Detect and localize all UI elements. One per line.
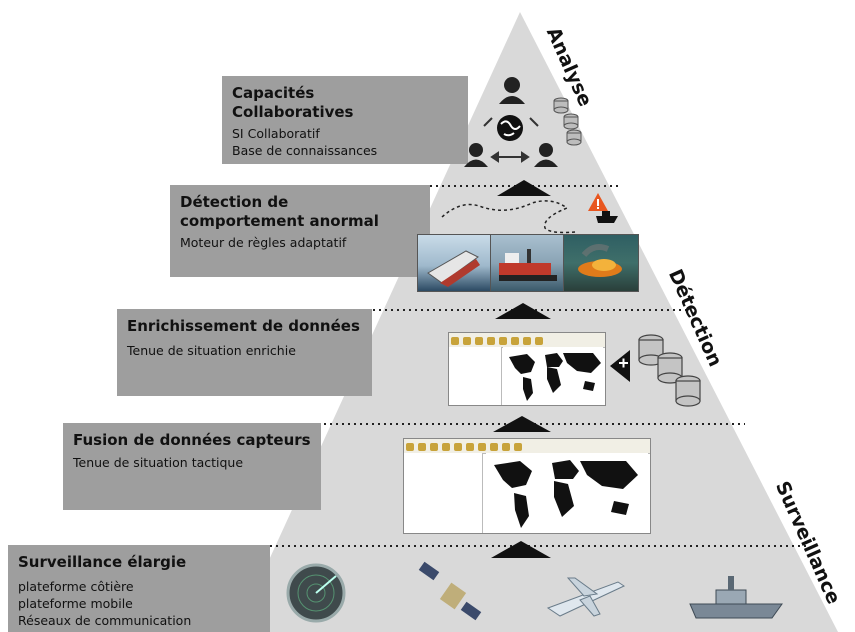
ship-photo-1 — [417, 234, 493, 292]
level-title: Fusion de données capteurs — [73, 431, 311, 449]
level-line: Moteur de règles adaptatif — [180, 235, 347, 250]
level-box-enrichissement: Enrichissement de données Tenue de situa… — [117, 309, 372, 396]
globe-icon — [497, 115, 523, 141]
level-line: plateforme côtière — [18, 579, 134, 594]
person-icon — [534, 143, 558, 167]
aircraft-icon — [546, 577, 626, 617]
level-title: Détection de comportement anormal — [180, 193, 379, 230]
radar-icon — [286, 563, 346, 623]
map-window-icon — [403, 438, 651, 534]
database-icon — [553, 97, 582, 146]
ship-photo-2 — [490, 234, 566, 292]
up-arrow-4 — [491, 541, 551, 558]
database-stack-icon — [638, 334, 701, 407]
warship-icon — [689, 576, 783, 619]
level-box-fusion: Fusion de données capteurs Tenue de situ… — [63, 423, 321, 510]
ship-fire-photo — [563, 234, 639, 292]
level-line: SI Collaboratif — [232, 126, 320, 141]
map-window-icon — [448, 332, 606, 406]
level-line: Tenue de situation tactique — [73, 455, 244, 470]
up-arrow-1 — [497, 180, 551, 196]
plus-arrow-icon — [610, 350, 630, 382]
level-line: plateforme mobile — [18, 596, 133, 611]
pyramid-shape — [236, 12, 838, 632]
exchange-arrows-icon — [483, 117, 539, 163]
level-title: Capacités Collaboratives — [232, 84, 354, 121]
up-arrow-3 — [493, 416, 551, 432]
level-box-collaboratives: Capacités Collaboratives SI Collaboratif… — [222, 76, 468, 164]
person-icon — [464, 143, 488, 167]
level-line: Réseaux de communication — [18, 613, 192, 628]
level-title: Surveillance élargie — [18, 553, 187, 571]
level-box-surveillance: Surveillance élargie plateforme côtière … — [8, 545, 270, 632]
level-line: Tenue de situation enrichie — [127, 343, 296, 358]
up-arrow-2 — [495, 303, 551, 319]
ship-silhouette-icon — [596, 211, 618, 223]
level-line: Base de connaissances — [232, 143, 378, 158]
level-title: Enrichissement de données — [127, 317, 360, 335]
level-box-detection: Détection de comportement anormal Moteur… — [170, 185, 430, 277]
satellite-icon — [418, 561, 482, 621]
person-icon — [499, 77, 525, 104]
warning-icon — [588, 193, 608, 211]
